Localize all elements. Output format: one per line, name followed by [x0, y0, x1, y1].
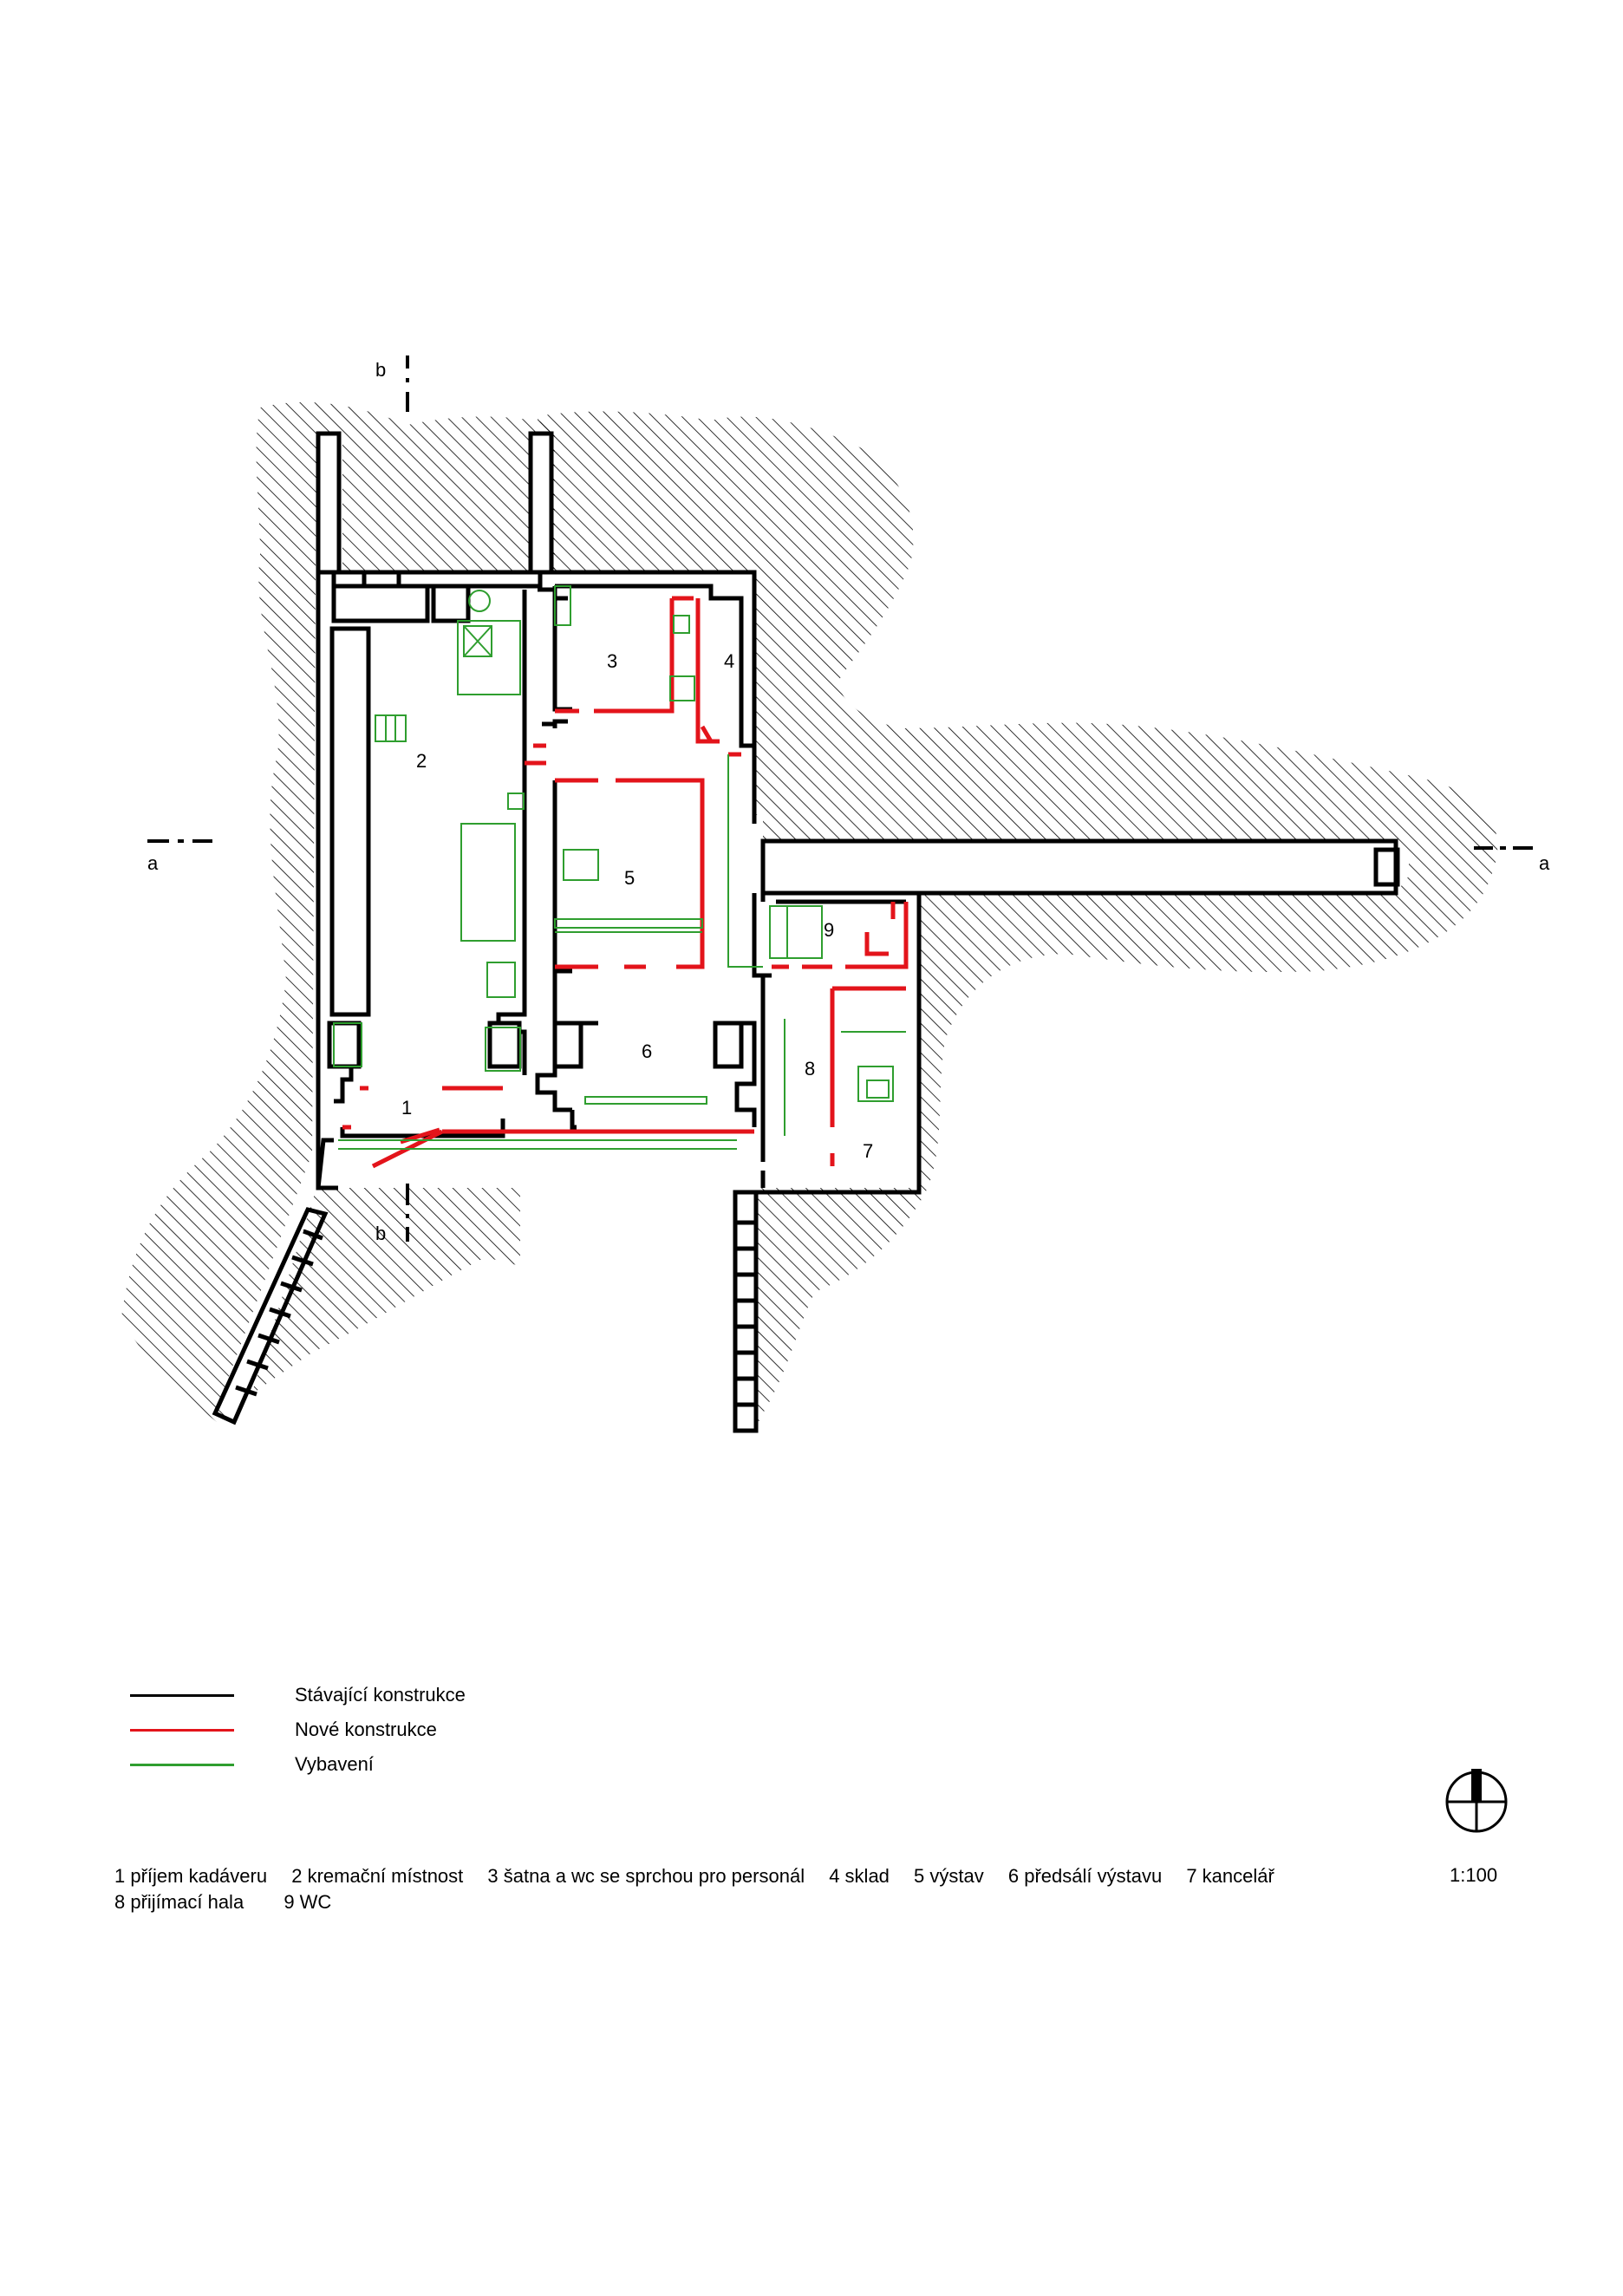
section-b-label-bottom: b [375, 1223, 386, 1244]
legend-swatch-new [130, 1729, 234, 1732]
room-list: 1 příjem kadáveru 2 kremační místnost 3 … [114, 1863, 1294, 1915]
room-list-item: 6 předsálí výstavu [1007, 1865, 1163, 1887]
room-list-item: 3 šatna a wc se sprchou pro personál [487, 1865, 805, 1887]
room-list-line-2: 8 přijímací hala 9 WC [114, 1889, 1294, 1915]
building-footprint [217, 434, 1409, 1431]
room-list-item: 9 WC [284, 1891, 332, 1913]
room-list-item: 4 sklad [829, 1865, 890, 1887]
room-number-6: 6 [642, 1040, 652, 1062]
room-number-8: 8 [805, 1058, 815, 1080]
terrain-hatch-right [538, 411, 1498, 1431]
room-number-9: 9 [824, 919, 834, 941]
section-b-label-top: b [375, 359, 386, 381]
legend-label-existing: Stávající konstrukce [295, 1684, 466, 1706]
equipment [333, 585, 906, 1150]
room-list-item: 1 příjem kadáveru [114, 1865, 268, 1887]
room-list-line-1: 1 příjem kadáveru 2 kremační místnost 3 … [114, 1863, 1294, 1889]
section-markers [147, 355, 1533, 1242]
legend-label-equipment: Vybavení [295, 1753, 374, 1775]
room-number-4: 4 [724, 650, 734, 672]
legend-swatch-equipment [130, 1764, 234, 1766]
north-arrow-icon [1445, 1769, 1508, 1833]
room-number-3: 3 [607, 650, 617, 672]
room-number-5: 5 [624, 867, 635, 889]
room-number-7: 7 [863, 1140, 873, 1162]
legend-label-new: Nové konstrukce [295, 1719, 437, 1740]
new-walls [342, 596, 909, 1169]
legend-swatch-existing [130, 1694, 234, 1697]
existing-walls [212, 431, 1400, 1433]
room-list-item: 8 přijímací hala [114, 1891, 244, 1913]
room-number-2: 2 [416, 750, 427, 772]
room-list-item: 2 kremační místnost [291, 1865, 464, 1887]
section-a-label-right: a [1539, 852, 1550, 874]
scale-label: 1:100 [1450, 1864, 1498, 1886]
room-list-item: 7 kancelář [1186, 1865, 1274, 1887]
room-number-1: 1 [401, 1097, 412, 1119]
room-list-item: 5 výstav [914, 1865, 984, 1887]
section-a-label-left: a [147, 852, 159, 874]
